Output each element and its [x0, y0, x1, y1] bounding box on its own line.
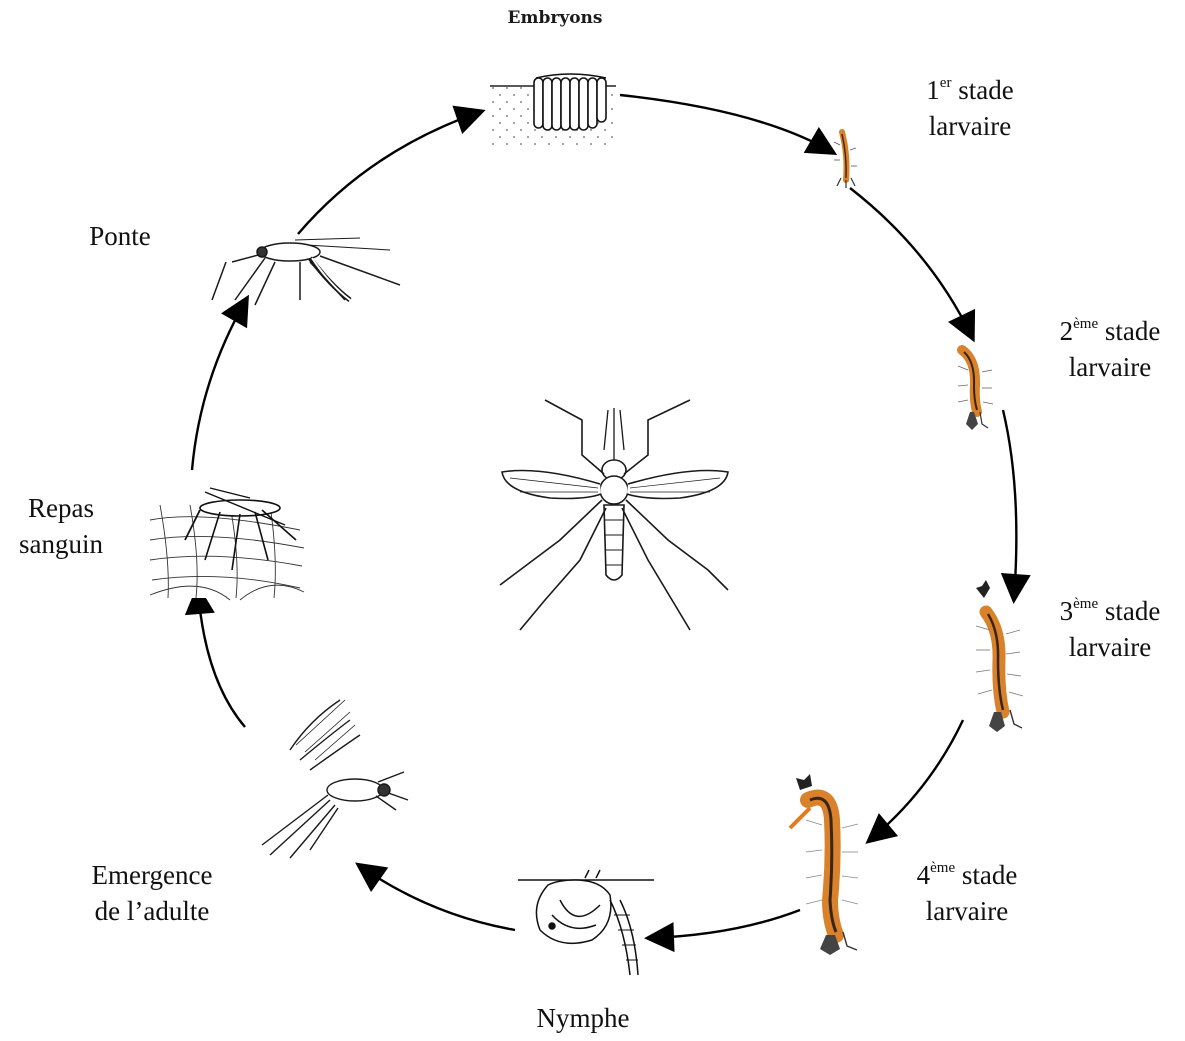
ponte-illustration [212, 238, 400, 305]
arrow-larva1-to-larva2 [850, 188, 972, 337]
central-mosquito-illustration [500, 400, 728, 630]
label-emergence: Emergence de l’adulte [62, 857, 242, 929]
arrow-ponte-to-embryons [298, 112, 480, 234]
repas-sanguin-illustration [148, 488, 304, 600]
arrow-larva2-to-larva3 [1003, 410, 1016, 598]
label-ponte: Ponte [70, 218, 170, 254]
larva3-illustration [976, 580, 1023, 732]
larva1-illustration [834, 132, 857, 188]
arrow-repas-to-ponte [192, 300, 246, 470]
label-nymphe: Nymphe [508, 1000, 658, 1036]
emergence-illustration [262, 700, 408, 858]
label-larva3: 3ème stade larvaire [1035, 593, 1185, 665]
larva4-illustration [790, 774, 858, 955]
embryons-illustration [490, 74, 616, 146]
arrow-nymphe-to-emergence [360, 866, 515, 930]
arrow-emergence-to-repas [198, 590, 245, 727]
label-repas-sanguin: Repas sanguin [0, 490, 122, 562]
nymphe-illustration [518, 870, 654, 975]
title-embryons: Embryons [495, 8, 615, 28]
label-larva1: 1er stade larvaire [895, 72, 1045, 144]
arrow-larva4-to-nymphe [650, 910, 800, 938]
arrow-embryons-to-larva1 [620, 95, 832, 152]
label-larva4: 4ème stade larvaire [892, 857, 1042, 929]
larva2-illustration [958, 350, 993, 430]
label-larva2: 2ème stade larvaire [1035, 313, 1185, 385]
arrow-larva3-to-larva4 [870, 720, 963, 840]
